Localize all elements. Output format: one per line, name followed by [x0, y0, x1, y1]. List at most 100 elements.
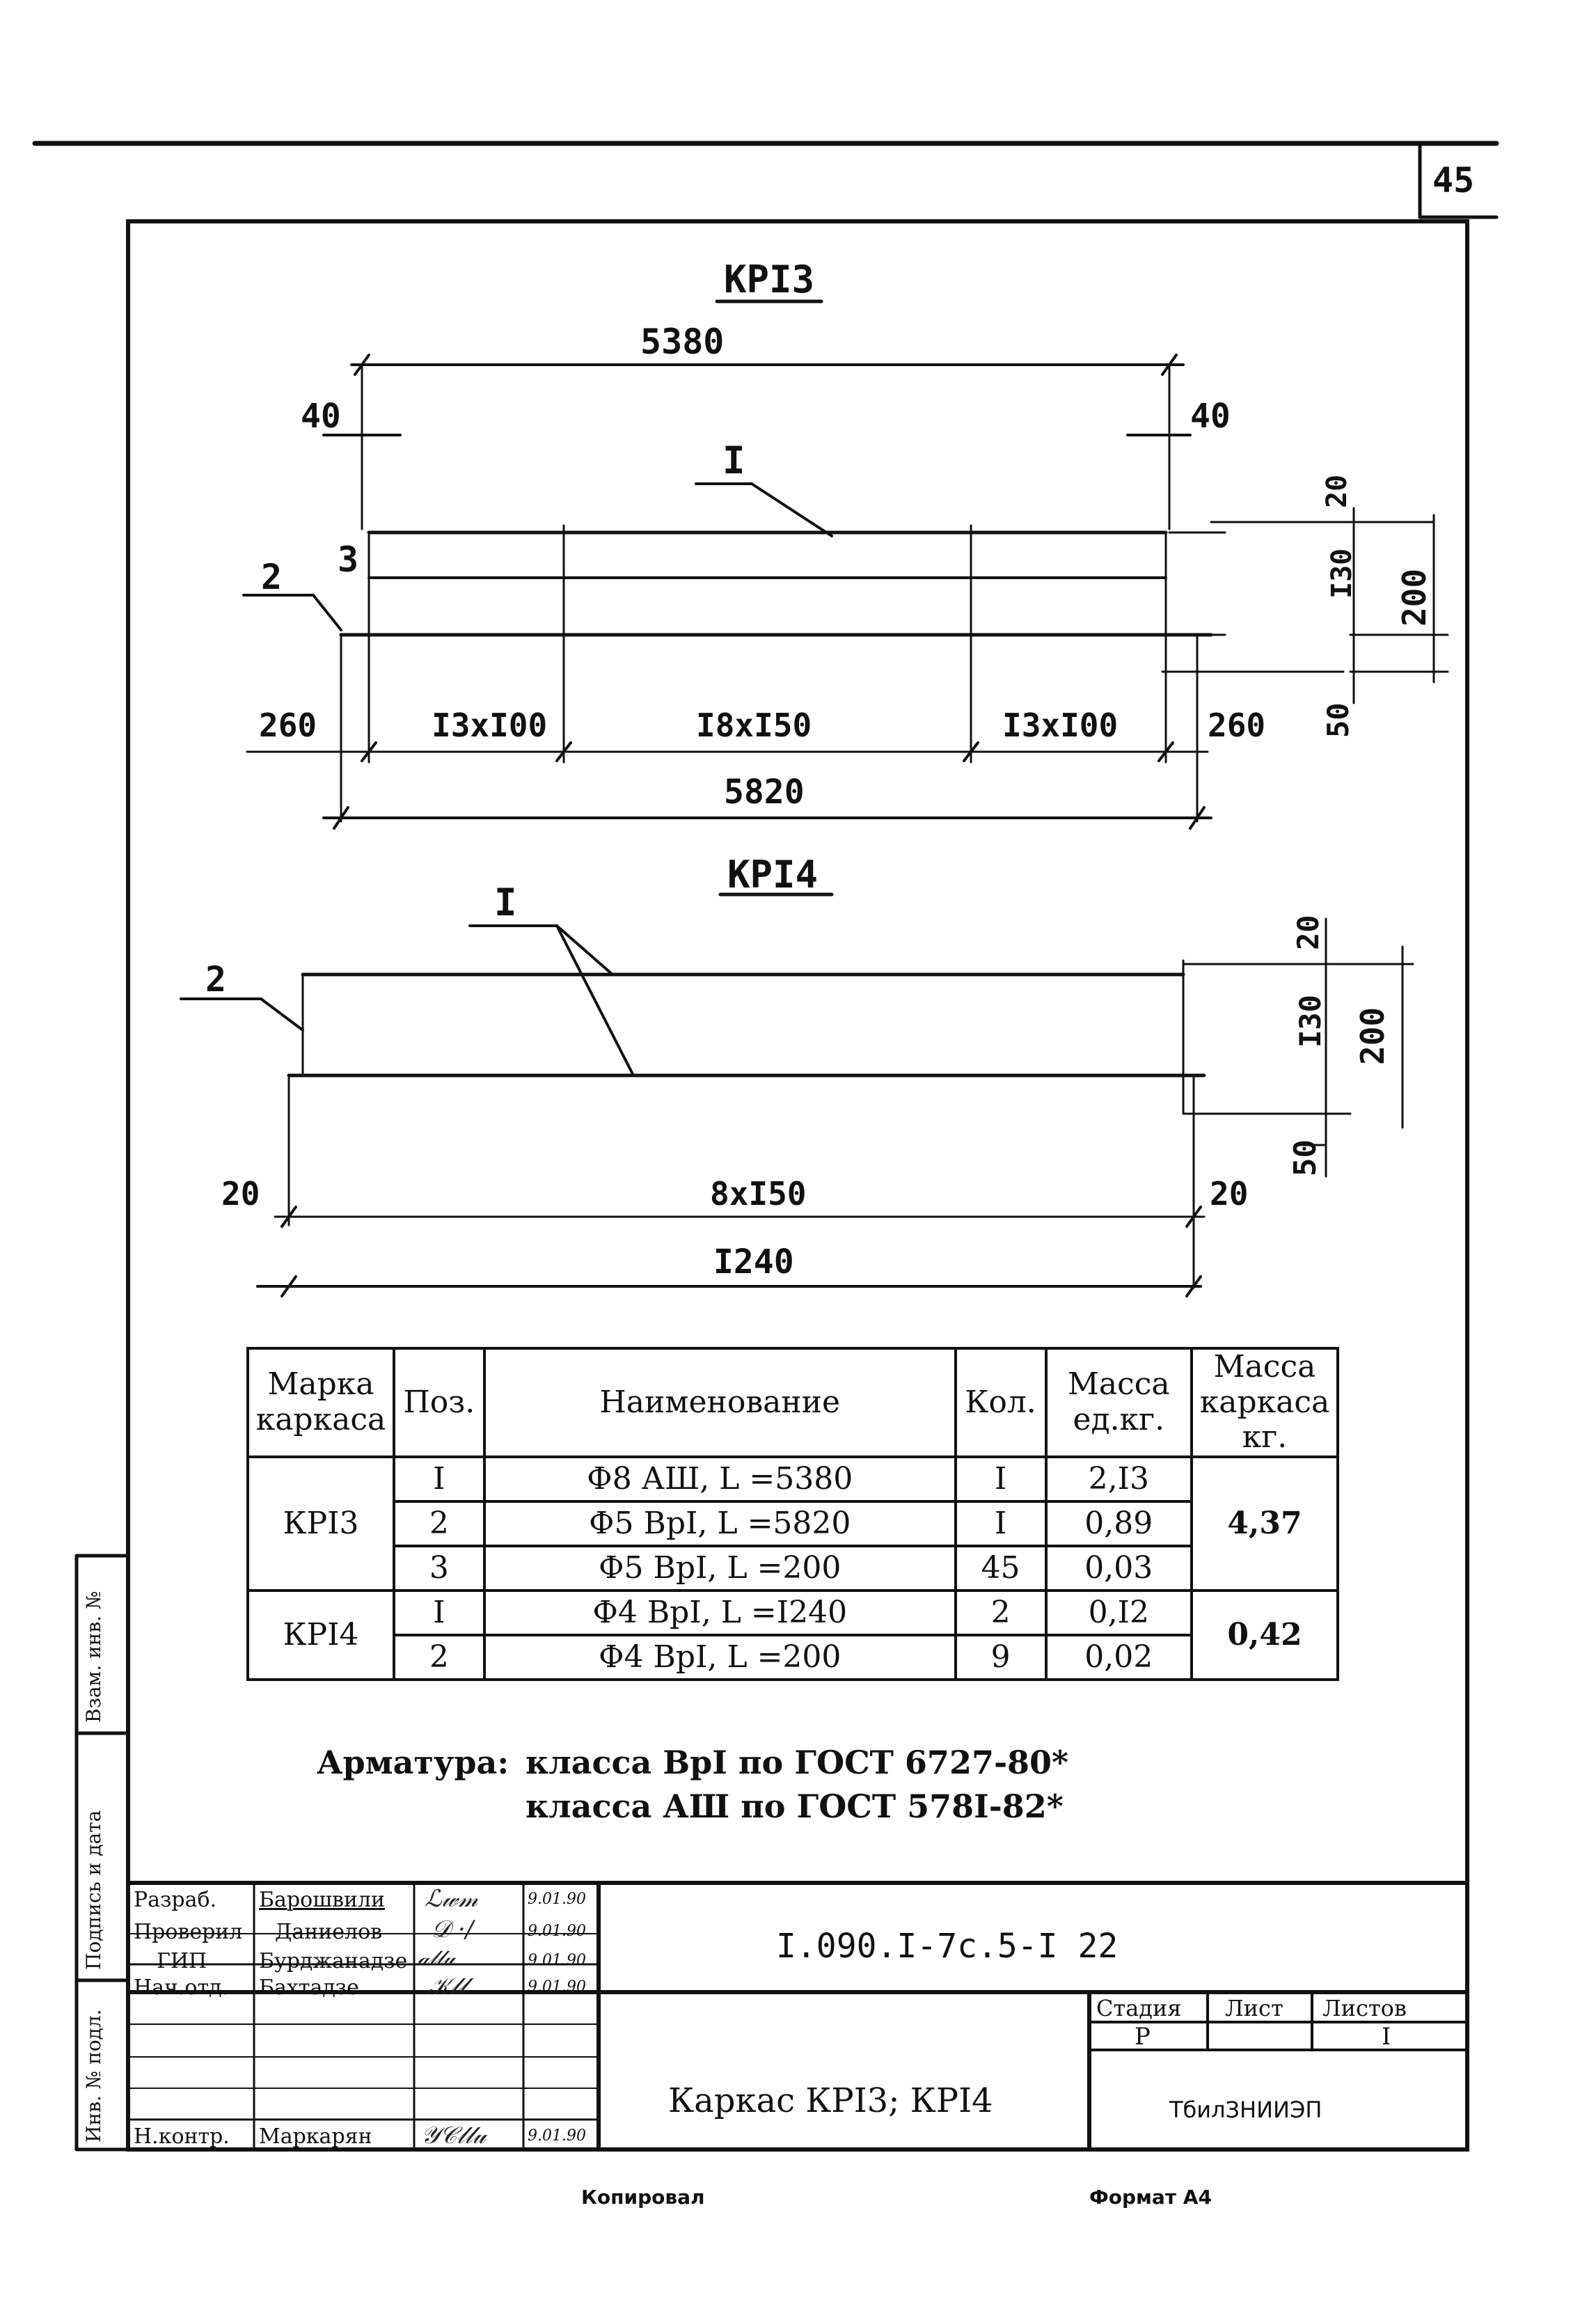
- doc-code: I.090.I-7с.5-I 22: [776, 1927, 1119, 1966]
- spec-header-row: Марка каркаса Поз. Наименование Кол. Мас…: [246, 1347, 1339, 1458]
- kr14-seg-right: 20: [1210, 1175, 1249, 1213]
- table-row: 2 Ф5 ВрI, L =5820 I 0,89: [248, 1499, 1338, 1547]
- stamp-date-2: 9.01.90: [528, 1952, 586, 1969]
- row-qty: 2: [954, 1588, 1048, 1636]
- kr13-dim-130: I30: [1326, 548, 1358, 599]
- group-frame-mass: 4,37: [1190, 1455, 1339, 1592]
- kr14-dim-130: I30: [1293, 995, 1327, 1048]
- sheet-title: Каркас КРI3; КРI4: [668, 2081, 993, 2120]
- stamp-role-2: ГИП: [157, 1949, 207, 1973]
- row-qty: 45: [954, 1544, 1048, 1592]
- row-name: Ф4 ВрI, L =I240: [482, 1588, 957, 1636]
- stamp-name-3: Бахтадзе: [259, 1975, 359, 2000]
- kr13-pos3-label: 3: [338, 539, 359, 580]
- row-name: Ф8 АШ, L =5380: [482, 1455, 957, 1503]
- kr14-dim-50: 50: [1288, 1139, 1323, 1176]
- row-qty: I: [954, 1455, 1048, 1503]
- header-name: Наименование: [482, 1347, 957, 1458]
- stamp-role-1: Проверил: [134, 1920, 243, 1944]
- row-mass: 0,89: [1044, 1499, 1194, 1547]
- stamp-role-7: Н.контр.: [134, 2124, 230, 2149]
- row-pos: 3: [392, 1544, 486, 1592]
- row-mass: 2,I3: [1044, 1455, 1194, 1503]
- row-mass: 0,03: [1044, 1544, 1194, 1592]
- stamp-date-0: 9.01.90: [528, 1891, 586, 1908]
- note-label: Арматура:: [317, 1744, 509, 1781]
- signature-2: 𝒶𝓁𝓁𝓊: [418, 1946, 455, 1971]
- header-unit-mass: Масса ед.кг.: [1044, 1347, 1194, 1458]
- kr13-seg-b: I8xI50: [696, 707, 812, 744]
- side-label-inv-podl: Инв. № подл.: [82, 2009, 105, 2143]
- stamp-name-1: Даниелов: [275, 1920, 383, 1944]
- kr13-seg-right: 260: [1208, 707, 1266, 744]
- kr13-pos2-label: 2: [261, 557, 283, 597]
- group-mark: КРI4: [246, 1588, 395, 1681]
- stamp-date-3: 9.01.90: [528, 1978, 586, 1996]
- sheets-label: Листов: [1322, 1995, 1407, 2021]
- group-frame-mass: 0,42: [1190, 1588, 1339, 1681]
- kr14-dim-bottom: I240: [713, 1242, 794, 1281]
- signature-3: 𝒦𝓁𝓁: [428, 1973, 466, 2001]
- stamp-name-2: Бурджанадзе: [259, 1949, 408, 1973]
- kr14-pos1-label: I: [494, 881, 517, 924]
- spec-table: Марка каркаса Поз. Наименование Кол. Мас…: [246, 1347, 1339, 1681]
- kr13-pos1-label: I: [722, 439, 745, 482]
- kr14-dim-20: 20: [1291, 915, 1325, 950]
- kr14-pos2-label: 2: [205, 959, 227, 1000]
- kr14-seg-mid: 8xI50: [710, 1175, 807, 1213]
- stamp-role-0: Разраб.: [134, 1888, 217, 1912]
- side-label-signature-date: Подпись и дата: [82, 1810, 105, 1970]
- kr13-dim-left-40: 40: [301, 397, 341, 436]
- kr14-seg-left: 20: [221, 1175, 260, 1213]
- kr14-dim-200: 200: [1354, 1007, 1391, 1065]
- header-qty: Кол.: [954, 1347, 1048, 1458]
- kr13-dim-50: 50: [1321, 702, 1355, 738]
- stamp-date-1: 9.01.90: [528, 1923, 586, 1940]
- stamp-role-3: Нач.отд.: [134, 1975, 229, 2000]
- table-row: 2 Ф4 ВрI, L =200 9 0,02: [248, 1633, 1338, 1681]
- row-qty: 9: [954, 1633, 1048, 1681]
- table-row: КРI4 I Ф4 ВрI, L =I240 2 0,I2 0,42: [246, 1588, 1339, 1681]
- header-pos: Поз.: [392, 1347, 486, 1458]
- table-row: 3 Ф5 ВрI, L =200 45 0,03: [248, 1544, 1338, 1592]
- kr13-title: КРI3: [724, 258, 815, 301]
- kr13-seg-left: 260: [259, 707, 317, 744]
- stage-label: Стадия: [1096, 1995, 1182, 2021]
- kr13-dim-bottom: 5820: [724, 773, 805, 812]
- sheet-number: 45: [1432, 160, 1475, 200]
- row-name: Ф5 ВрI, L =5820: [482, 1499, 957, 1547]
- group-mark: КРI3: [246, 1455, 395, 1592]
- signature-7: 𝒴𝒞𝓁𝓁𝓊: [421, 2122, 487, 2149]
- signature-0: ℒ𝓌𝓂: [425, 1885, 478, 1913]
- row-pos: 2: [392, 1499, 486, 1547]
- table-row: КРI3 I Ф8 АШ, L =5380 I 2,I3 4,37: [246, 1455, 1339, 1592]
- row-pos: I: [392, 1588, 486, 1636]
- kr13-dim-20: 20: [1321, 474, 1353, 508]
- kr14-title: КРI4: [727, 853, 819, 897]
- kr13-seg-a: I3xI00: [432, 707, 548, 744]
- kr13-dim-top: 5380: [640, 322, 725, 362]
- side-label-vzam-inv: Взам. инв. №: [82, 1591, 105, 1723]
- sheets-value: I: [1382, 2023, 1391, 2051]
- footer-copied: Копировал: [581, 2186, 705, 2209]
- note-line1: класса ВрI по ГОСТ 6727-80*: [526, 1744, 1069, 1781]
- kr13-seg-c: I3xI00: [1002, 707, 1119, 744]
- footer-format: Формат А4: [1089, 2186, 1212, 2209]
- signature-1: 𝒟 ·/: [432, 1916, 474, 1943]
- sheet-label: Лист: [1225, 1995, 1283, 2021]
- row-qty: I: [954, 1499, 1048, 1547]
- stamp-name-0: Барошвили: [259, 1888, 386, 1912]
- kr13-dim-right-40: 40: [1190, 397, 1231, 436]
- row-pos: I: [392, 1455, 486, 1503]
- row-name: Ф4 ВрI, L =200: [482, 1633, 957, 1681]
- stamp-date-7: 9.01.90: [528, 2127, 586, 2145]
- row-mass: 0,02: [1044, 1633, 1194, 1681]
- stage-value: Р: [1135, 2023, 1151, 2051]
- note-line2: класса АШ по ГОСТ 578I-82*: [526, 1788, 1064, 1825]
- kr13-dim-200: 200: [1396, 568, 1433, 626]
- header-mark: Марка каркаса: [246, 1347, 395, 1458]
- row-pos: 2: [392, 1633, 486, 1681]
- header-frame-mass: Масса каркаса кг.: [1190, 1347, 1339, 1458]
- row-name: Ф5 ВрI, L =200: [482, 1544, 957, 1592]
